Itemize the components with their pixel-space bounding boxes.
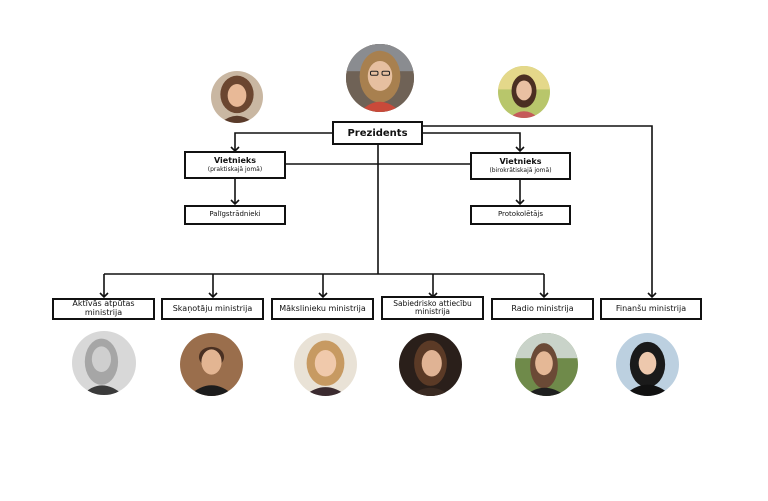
deputy-subtitle: (birokrātiskajā jomā) (489, 166, 552, 174)
president-box: Prezidents (332, 121, 423, 145)
president-photo (346, 44, 414, 112)
ministry-label: Finanšu ministrija (615, 303, 687, 313)
ministry-sound-photo (180, 333, 243, 396)
ministry-sound-box: Skaņotāju ministrija (161, 298, 264, 320)
ministry-label: Mākslinieku ministrija (279, 303, 366, 313)
ministry-public-relations-box: Sabiedrisko attiecību ministrija (381, 296, 484, 320)
ministry-artists-box: Mākslinieku ministrija (271, 298, 374, 320)
ministry-label: Sabiedrisko attiecību ministrija (393, 298, 472, 316)
assistants-label: Palīgstrādnieki (209, 210, 261, 219)
president-label: Prezidents (347, 127, 408, 139)
deputy-bureaucratic-photo (498, 66, 550, 118)
ministry-label: Skaņotāju ministrija (172, 303, 253, 313)
assistants-box: Palīgstrādnieki (184, 205, 286, 225)
ministry-radio-box: Radio ministrija (491, 298, 594, 320)
ministry-public-relations-photo (399, 333, 462, 396)
ministry-label: Aktīvās atpūtas ministrija (72, 299, 135, 317)
ministry-finance-box: Finanšu ministrija (600, 298, 702, 320)
deputy-subtitle: (praktiskajā jomā) (207, 165, 263, 173)
deputy-title: Vietnieks (214, 155, 256, 165)
deputy-practical-box: Vietnieks (praktiskajā jomā) (184, 151, 286, 179)
ministry-label: Radio ministrija (511, 303, 574, 313)
deputy-practical-photo (211, 71, 263, 123)
ministry-active-leisure-photo (72, 331, 136, 395)
deputy-title: Vietnieks (499, 156, 542, 166)
ministry-artists-photo (294, 333, 357, 396)
ministry-radio-photo (515, 333, 578, 396)
ministry-active-leisure-box: Aktīvās atpūtas ministrija (52, 298, 155, 320)
recorder-box: Protokolētājs (470, 205, 571, 225)
ministry-finance-photo (616, 333, 679, 396)
recorder-label: Protokolētājs (497, 210, 544, 219)
deputy-bureaucratic-box: Vietnieks (birokrātiskajā jomā) (470, 152, 571, 180)
